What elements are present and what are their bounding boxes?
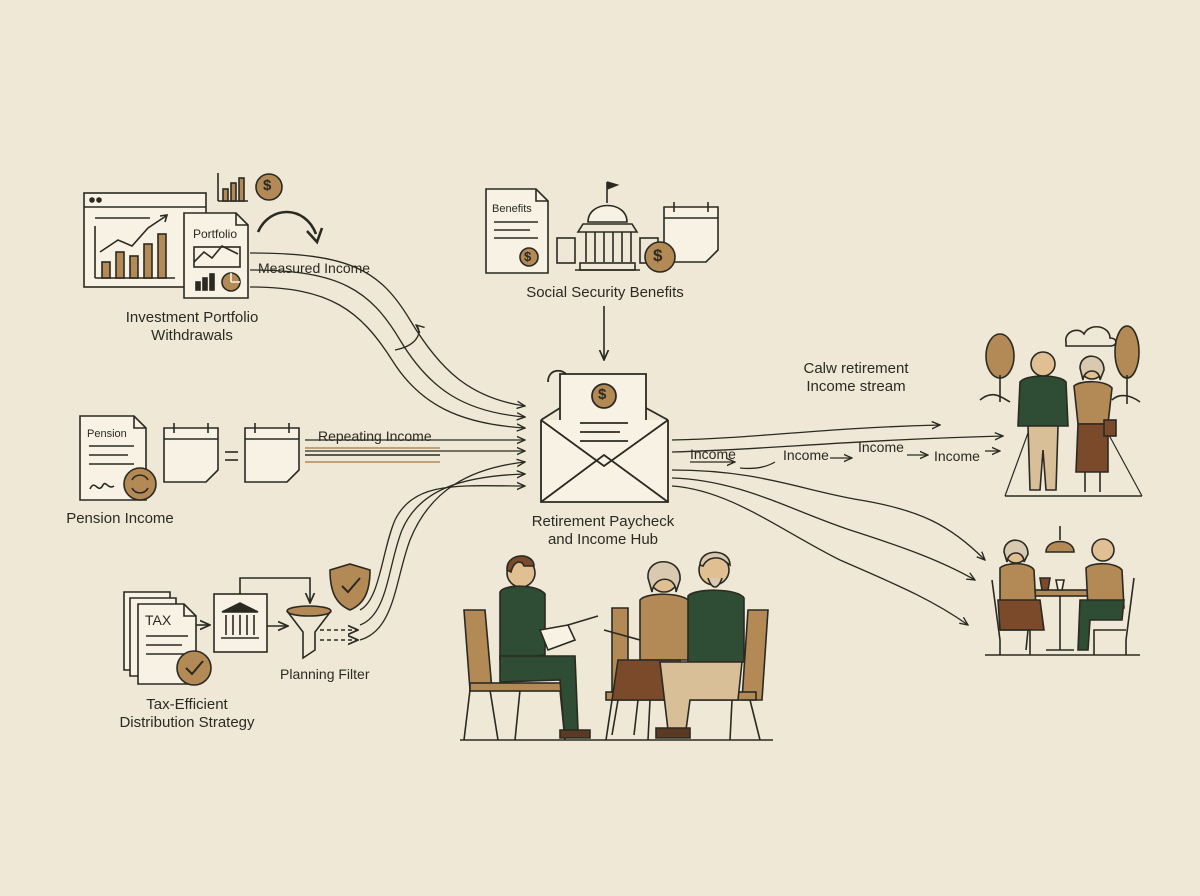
check-badge-icon <box>176 650 212 686</box>
dollar-coin-icon: $ <box>653 246 663 265</box>
refresh-icon <box>123 467 157 501</box>
income-hub-label: Retirement Paycheck and Income Hub <box>531 513 675 548</box>
walking-woman-figure <box>1073 355 1117 492</box>
calm-stream-label: Calw retirement Income stream <box>803 360 909 395</box>
pension-doc-label: Pension <box>87 428 127 440</box>
social-security-group <box>485 181 719 360</box>
planning-filter-label: Planning Filter <box>280 666 370 682</box>
calendar-icon <box>163 423 219 483</box>
funnel-icon <box>286 605 332 660</box>
bank-icon <box>213 593 268 653</box>
dollar-coin-icon: $ <box>524 249 532 264</box>
dollar-coin-icon <box>255 173 283 201</box>
tax-doc-label: TAX <box>145 612 172 628</box>
cloud-icon <box>1065 326 1117 347</box>
portfolio-document-icon <box>183 212 249 299</box>
curved-arrow-icon <box>256 210 324 245</box>
walking-man-figure <box>1017 351 1069 491</box>
client-man-figure <box>655 551 745 739</box>
portfolio-doc-label: Portfolio <box>193 227 238 241</box>
bar-chart-icon <box>217 173 248 202</box>
income-label-1: Income <box>690 446 736 462</box>
pension-group <box>79 415 440 501</box>
measured-income-label: Measured Income <box>258 260 371 276</box>
investment-portfolio-label: Investment Portfolio Withdrawals <box>125 309 259 344</box>
income-label-4: Income <box>934 448 980 464</box>
pendant-lamp-icon <box>1045 526 1075 553</box>
calendar-icon <box>244 423 300 483</box>
tax-strategy-label: Tax-Efficient Distribution Strategy <box>119 696 255 731</box>
investment-portfolio-group <box>83 173 324 299</box>
dollar-coin-icon <box>644 241 676 273</box>
cafe-woman-figure <box>991 539 1045 655</box>
chair-left <box>463 609 566 741</box>
tree-icon <box>985 333 1015 402</box>
outgoing-flow-lines <box>671 425 1003 625</box>
income-label-3: Income <box>858 439 904 455</box>
tax-strategy-group <box>123 563 371 686</box>
tree-icon <box>1114 325 1140 404</box>
advisor-figure <box>499 555 599 739</box>
incoming-flow-lines <box>249 252 525 641</box>
shield-check-icon <box>329 563 371 611</box>
walking-couple-scene <box>979 325 1143 497</box>
benefits-document-icon <box>485 188 549 274</box>
social-security-label: Social Security Benefits <box>526 284 684 301</box>
benefits-doc-label: Benefits <box>492 203 532 215</box>
signature-icon <box>89 482 115 490</box>
dollar-coin-icon: $ <box>598 386 607 403</box>
cafe-man-figure <box>1077 538 1135 655</box>
capitol-building-icon <box>556 181 659 271</box>
repeating-income-label: Repeating Income <box>318 428 432 444</box>
envelope-icon <box>540 369 669 503</box>
pension-income-label: Pension Income <box>66 510 174 527</box>
income-label-2: Income <box>783 447 829 463</box>
dollar-coin-icon: $ <box>263 177 272 194</box>
consultation-scene <box>460 551 773 741</box>
cafe-couple-scene <box>985 526 1140 656</box>
